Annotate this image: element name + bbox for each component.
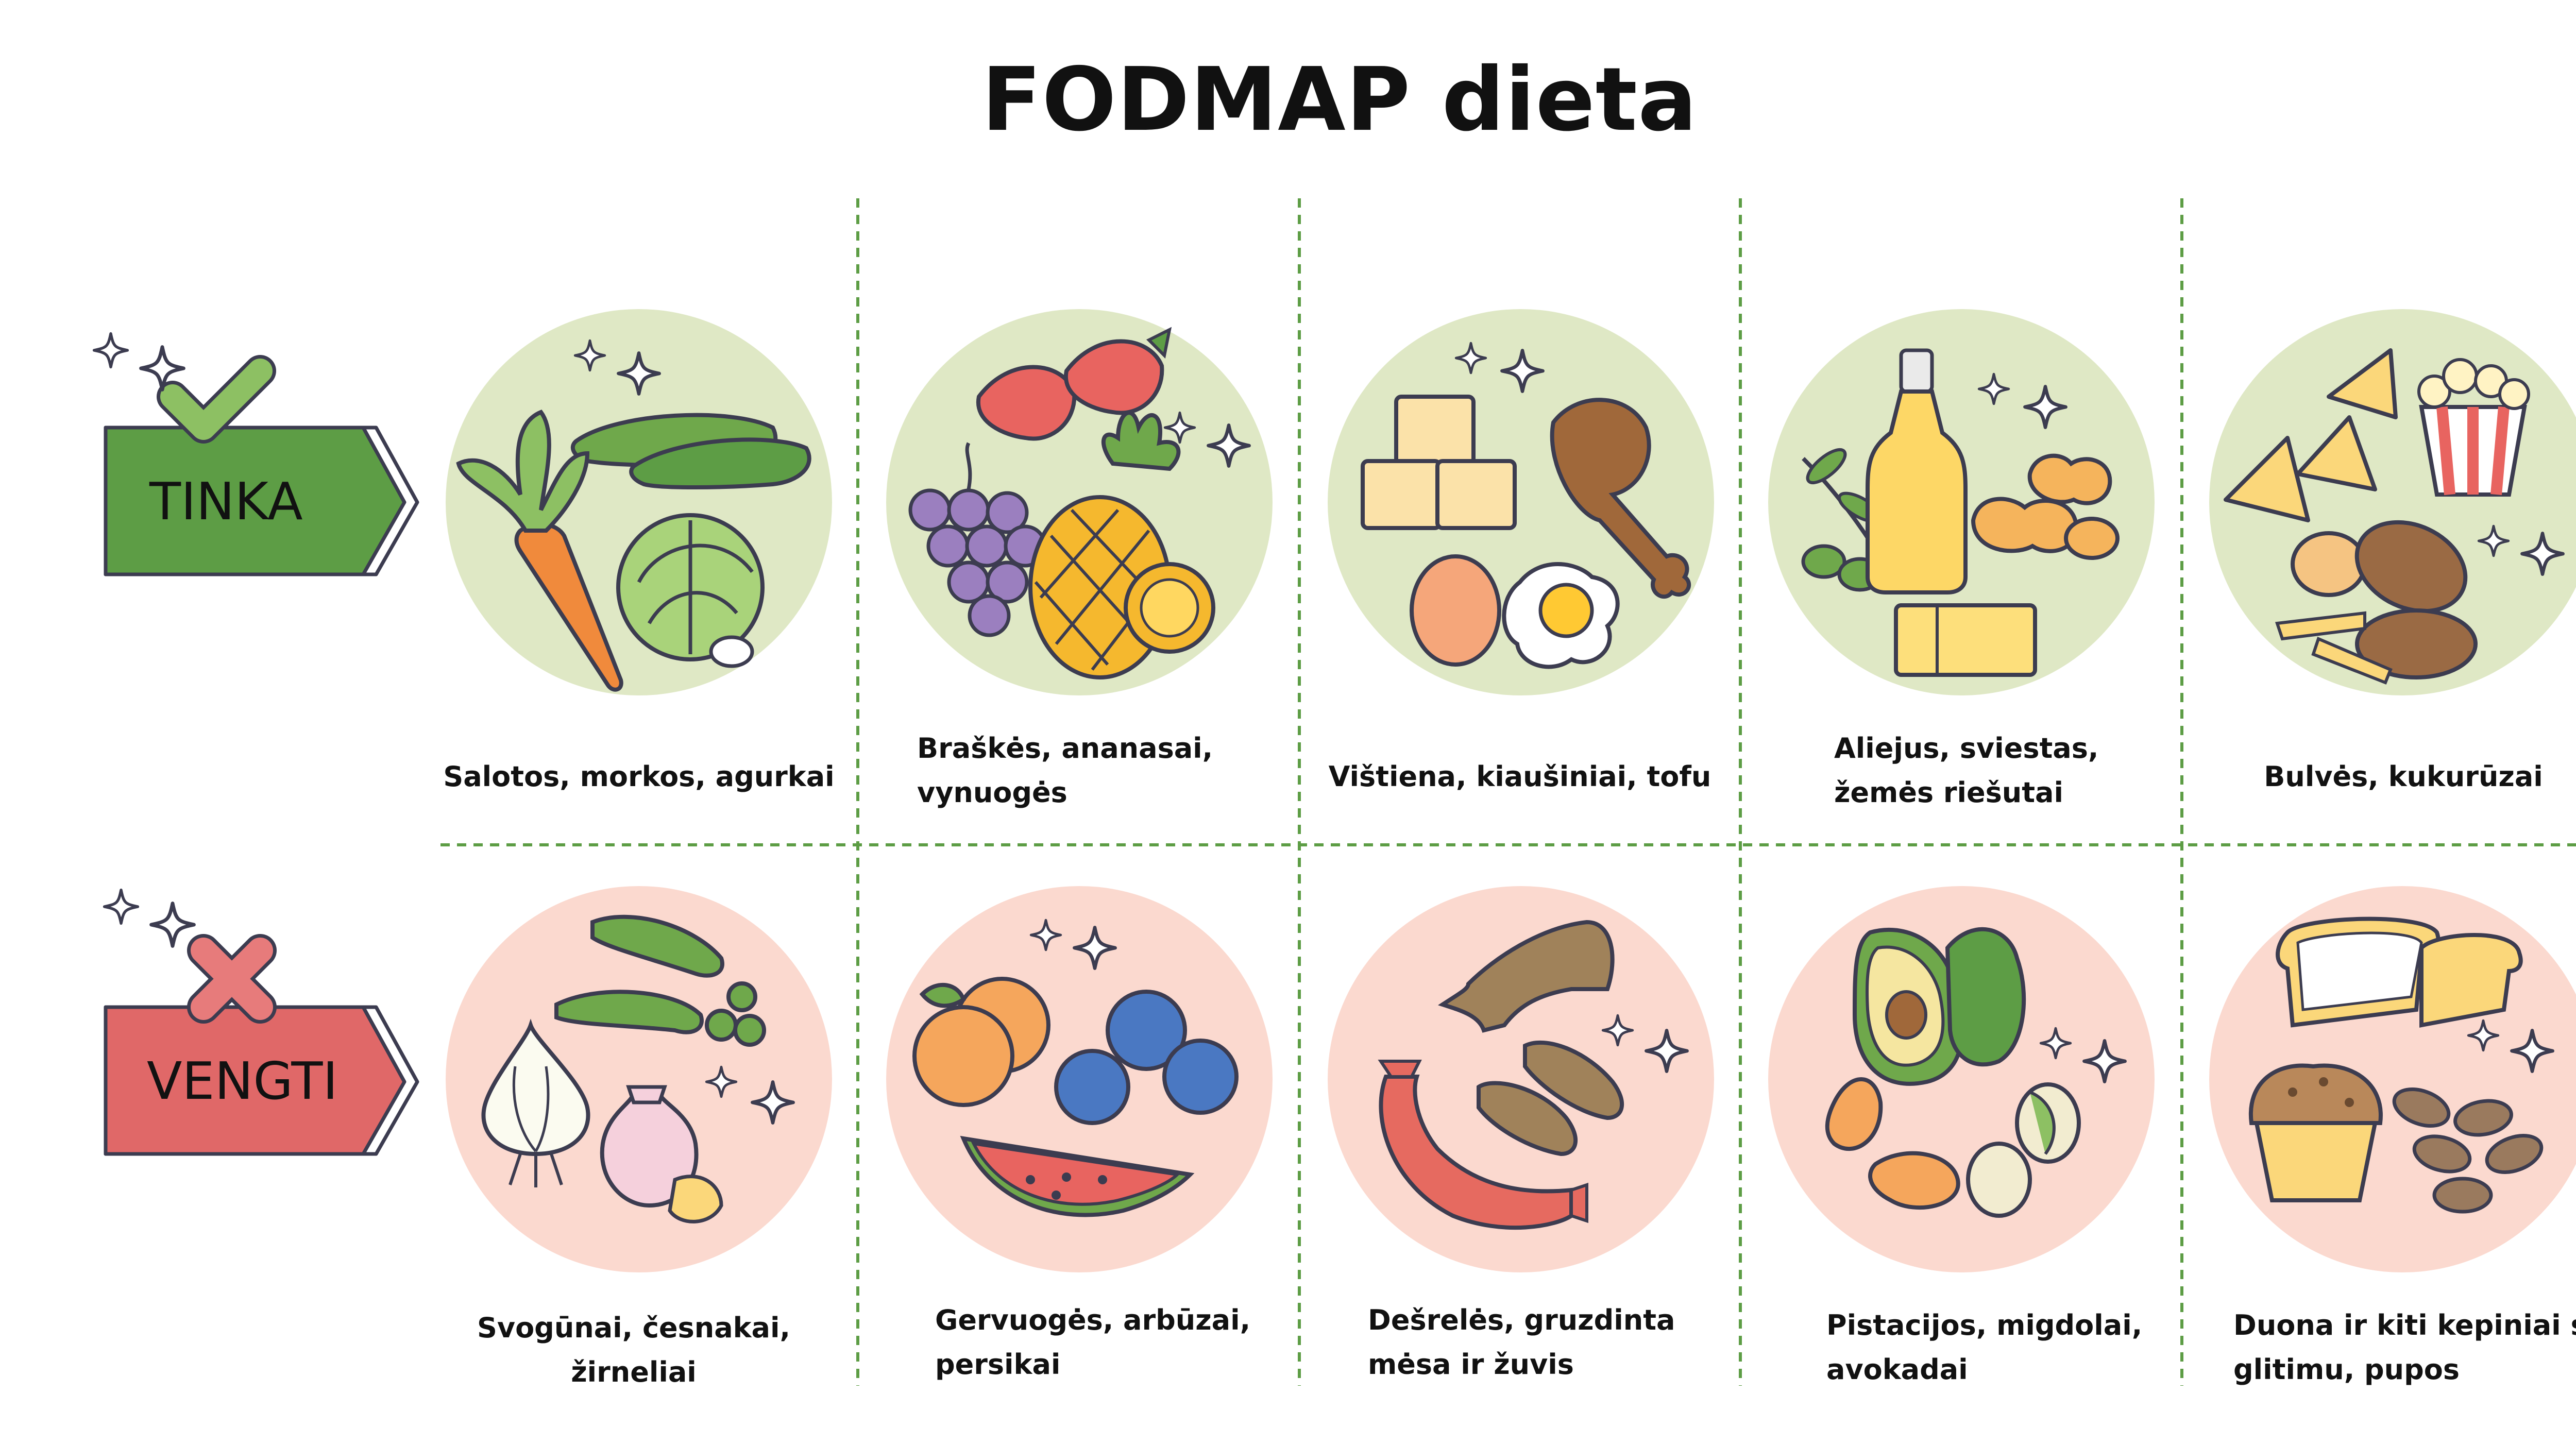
sausage-icon bbox=[1378, 1060, 1588, 1230]
pea-pod-icon bbox=[554, 914, 766, 1047]
peanut-icon bbox=[1971, 453, 2120, 560]
pineapple-icon bbox=[1028, 411, 1215, 679]
circle-onion-garlic bbox=[446, 886, 832, 1272]
grapes-icon bbox=[908, 442, 1047, 637]
bean-icon bbox=[2392, 1087, 2544, 1214]
tofu-icon bbox=[1361, 395, 1517, 530]
avocado-icon bbox=[1852, 927, 2026, 1086]
garlic-icon bbox=[600, 1085, 723, 1223]
circle-bread-beans bbox=[2209, 886, 2576, 1272]
circle-fruits bbox=[886, 309, 1273, 695]
caption-proteins: Vištiena, kiaušiniai, tofu bbox=[1328, 760, 1711, 793]
caption-onion-garlic: Svogūnai, česnakai, žirneliai bbox=[477, 1312, 791, 1388]
almond-icon bbox=[1825, 1077, 1960, 1210]
oil-bottle-icon bbox=[1866, 348, 1968, 594]
corn-chip-icon bbox=[2224, 348, 2398, 522]
cucumber-icon bbox=[570, 413, 811, 489]
circle-proteins bbox=[1328, 309, 1714, 695]
bread-icon bbox=[2276, 916, 2523, 1028]
fried-meat-icon bbox=[1477, 1040, 1624, 1157]
pistachio-icon bbox=[1966, 1082, 2081, 1218]
grid-dividers bbox=[440, 198, 2576, 1386]
caption-fats: Aliejus, sviestas,žemės riešutai bbox=[1834, 732, 2099, 809]
check-mark-icon bbox=[157, 355, 276, 444]
sparkle-icon bbox=[94, 334, 128, 367]
egg-icon bbox=[1410, 554, 1620, 669]
muffin-icon bbox=[2248, 1063, 2383, 1202]
circle-nuts-avocado bbox=[1768, 886, 2155, 1272]
caption-vegetables: Salotos, morkos, agurkai bbox=[443, 760, 835, 793]
chicken-leg-icon bbox=[1550, 398, 1691, 599]
fried-fish-icon bbox=[1437, 920, 1615, 1033]
sparkle-icon bbox=[105, 890, 138, 924]
tinka-tag bbox=[94, 334, 419, 576]
strawberry-icon bbox=[976, 327, 1172, 441]
page-title: FODMAP dieta bbox=[981, 49, 1698, 151]
popcorn-icon bbox=[2417, 358, 2530, 497]
caption-potatoes-corn: Bulvės, kukurūzai bbox=[2264, 760, 2543, 793]
onion-icon bbox=[481, 1018, 590, 1187]
tinka-label: TINKA bbox=[149, 471, 303, 532]
cross-mark-icon bbox=[187, 934, 277, 1024]
vengti-label: VENGTI bbox=[147, 1051, 338, 1111]
circle-fats bbox=[1768, 309, 2155, 695]
caption-fruits: Braškės, ananasai,vynuogės bbox=[917, 732, 1213, 809]
circle-vegetables bbox=[446, 309, 832, 695]
butter-icon bbox=[1894, 603, 2037, 677]
carrot-icon bbox=[456, 410, 623, 692]
lettuce-icon bbox=[616, 513, 765, 668]
sparkle-icon bbox=[151, 904, 194, 946]
circle-potatoes-corn bbox=[2209, 309, 2576, 695]
circle-fruits-avoid bbox=[886, 886, 1273, 1272]
caption-nuts-avocado: Pistacijos, migdolai,avokadai bbox=[1826, 1309, 2143, 1386]
caption-fruits-avoid: Gervuogės, arbūzai,persikai bbox=[935, 1304, 1251, 1381]
peach-icon bbox=[912, 977, 1050, 1107]
watermelon-icon bbox=[960, 1135, 1195, 1217]
circle-meats bbox=[1328, 886, 1714, 1272]
potato-icon bbox=[2275, 520, 2478, 685]
vengti-tag bbox=[105, 890, 419, 1156]
blackberry-icon bbox=[1054, 990, 1239, 1125]
